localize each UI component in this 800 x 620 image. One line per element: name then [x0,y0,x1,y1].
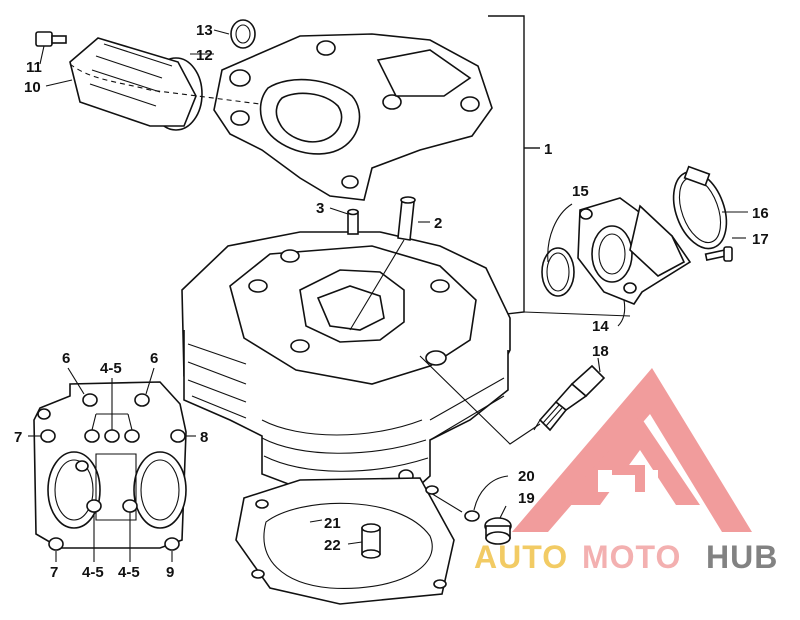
callout-1: 1 [544,141,552,158]
tappet-cover-10 [69,37,203,131]
o-ring-20 [464,510,480,522]
leader-10 [45,79,73,87]
bolt-11 [35,31,67,47]
callout-14: 14 [592,318,609,335]
spark-plug-18 [533,364,606,432]
callout-20: 20 [518,468,535,485]
callout-7-top: 7 [14,429,22,446]
leader-6-left [67,367,85,395]
watermark-g-stroke [612,465,645,492]
watermark-word-hub: HUB [706,539,778,575]
watermark-word-moto: MOTO [582,539,681,575]
leader-13 [213,29,230,35]
watermark-word-auto: AUTO [474,539,568,575]
leader-45-top [91,378,133,431]
callout-15: 15 [572,183,589,200]
leader-19 [499,505,507,519]
leader-14-link [523,311,631,317]
bolt-pattern-inset [33,381,187,551]
cylinder-head [181,231,511,497]
callout-4-5-bottom-right: 4-5 [118,564,140,581]
callout-13: 13 [196,22,213,39]
o-ring-13 [230,19,256,49]
leader-18-bore [419,355,541,445]
leader-10-12-dashed [69,63,261,105]
callout-4-5-top: 4-5 [100,360,122,377]
callout-10: 10 [24,79,41,96]
leader-2-guide [349,239,405,331]
o-ring-15-inner [546,252,570,292]
callout-21: 21 [324,515,341,532]
o-ring-13-inner [235,24,251,44]
callout-6-right: 6 [150,350,158,367]
leader-14 [617,299,626,327]
intake-boot-14 [577,197,692,305]
callout-11: 11 [26,59,42,76]
leader-21 [309,519,323,523]
callout-16: 16 [752,205,769,222]
callout-8: 8 [200,429,208,446]
leader-3 [329,207,349,215]
callout-18: 18 [592,343,609,360]
leader-15 [547,203,573,263]
pin-3 [347,208,359,235]
watermark-triangle [512,368,752,532]
assembly-bracket [487,15,525,317]
leader-18 [597,357,601,373]
callout-19: 19 [518,490,535,507]
callout-4-5-bottom-left: 4-5 [82,564,104,581]
dowel-22 [361,523,381,559]
head-gasket-21 [235,477,455,605]
watermark-inner-mark [560,416,700,505]
callout-2: 2 [434,215,442,232]
valve-guide-2 [397,196,416,241]
valve-cover [213,33,493,201]
hose-clamp-16 [672,165,728,250]
leader-11 [39,45,45,65]
callout-12: 12 [196,47,213,64]
callout-7-bottom: 7 [50,564,58,581]
callout-22: 22 [324,537,341,554]
plug-19 [484,517,512,545]
leader-20 [473,475,509,511]
watermark-logo: AUTO MOTO HUB [474,368,778,575]
leader-22 [347,541,363,545]
leader-6-right [145,367,155,395]
callout-17: 17 [752,231,769,248]
callout-9: 9 [166,564,174,581]
callout-6-left: 6 [62,350,70,367]
screw-17 [704,246,733,262]
callout-3: 3 [316,200,324,217]
